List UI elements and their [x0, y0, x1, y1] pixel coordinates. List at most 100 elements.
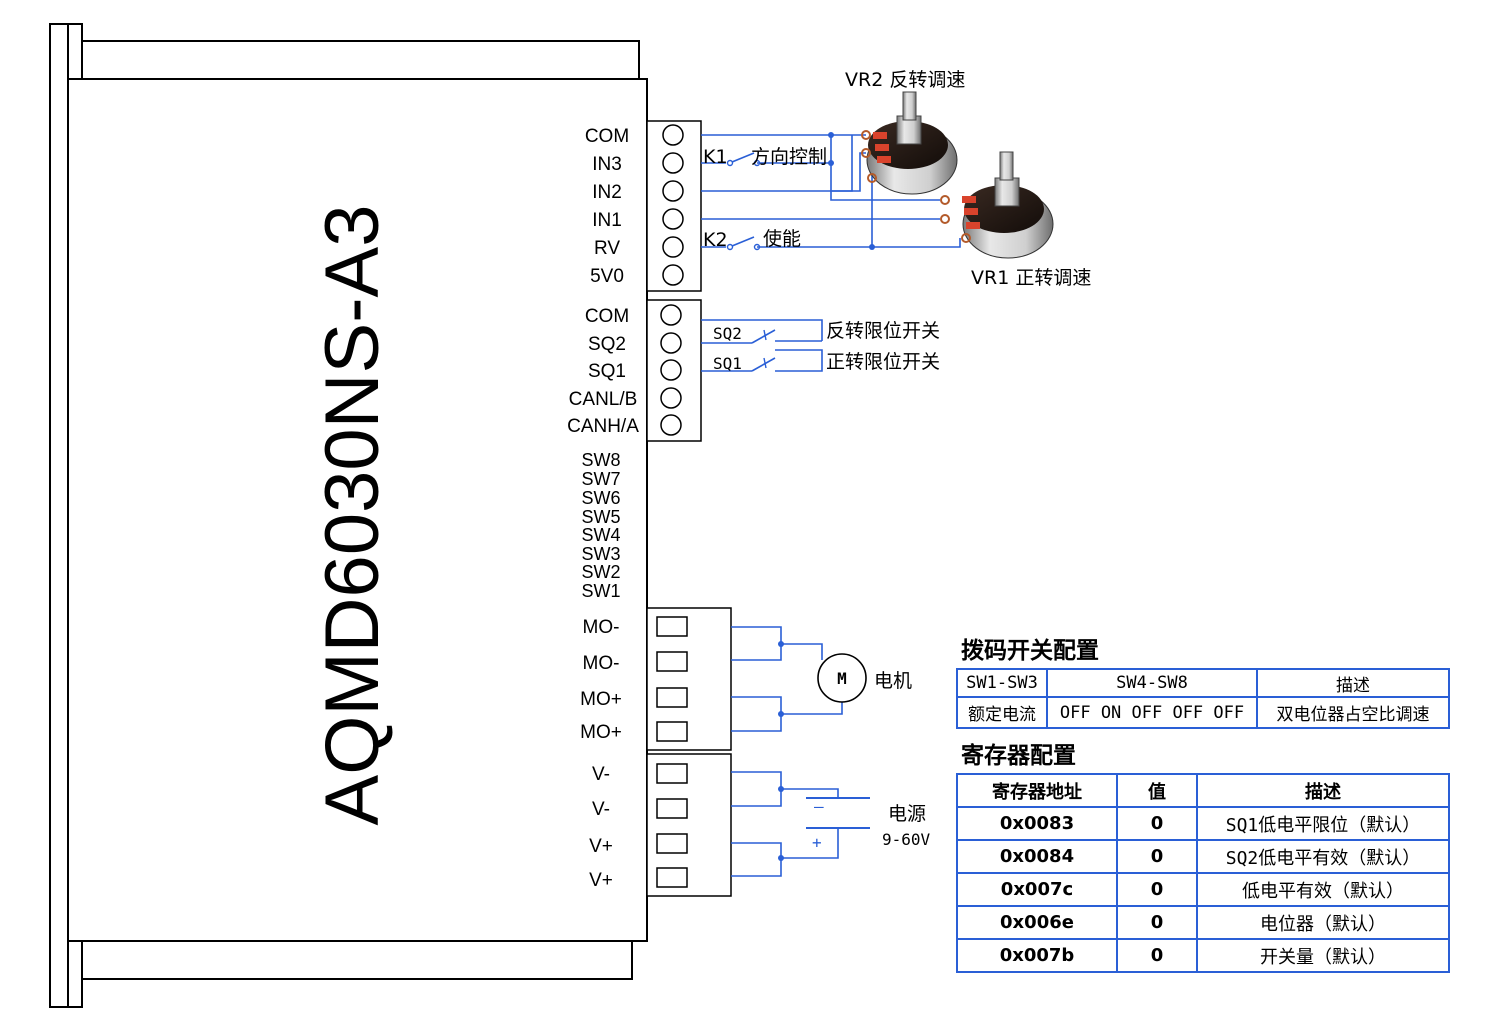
- power-voltage-range: 9-60V: [882, 830, 931, 849]
- table-row: 0x0083 0 SQ1低电平限位（默认）: [956, 806, 1450, 841]
- switch-k2: K2 使能: [703, 228, 801, 251]
- terminal-mo-minus-2[interactable]: [656, 651, 688, 672]
- table-row: 额定电流 OFF ON OFF OFF OFF 双电位器占空比调速: [956, 696, 1450, 729]
- dip-label-sw2: SW2: [581, 562, 620, 582]
- terminal-sq1[interactable]: [660, 359, 682, 381]
- terminal-block-2: [646, 299, 702, 442]
- register-desc: 低电平有效（默认）: [1196, 872, 1450, 907]
- register-desc: 电位器（默认）: [1196, 905, 1450, 940]
- potentiometer-vr1-label: VR1 正转调速: [971, 267, 1091, 289]
- table-row: 0x007b 0 开关量（默认）: [956, 938, 1450, 973]
- pin-label-sq1: SQ1: [588, 361, 626, 382]
- register-value: 0: [1116, 905, 1198, 940]
- pin-label-sq2: SQ2: [588, 334, 626, 355]
- dip-cell-current: 额定电流: [956, 696, 1048, 729]
- power-terminal-block: [646, 753, 732, 897]
- limit-switch-sq1: SQ1 正转限位开关: [713, 351, 940, 373]
- pin-label-v-minus-2: V-: [592, 799, 610, 820]
- register-value: 0: [1116, 839, 1198, 874]
- table-row: 0x006e 0 电位器（默认）: [956, 905, 1450, 940]
- terminal-v-minus-2[interactable]: [656, 798, 688, 819]
- terminal-5v0[interactable]: [662, 264, 684, 286]
- table-row: 寄存器地址 值 描述: [956, 773, 1450, 808]
- pin-label-v-minus-1: V-: [592, 764, 610, 785]
- config-tables: 拨码开关配置 SW1-SW3 SW4-SW8 描述 额定电流 OFF ON OF…: [956, 636, 1450, 973]
- register-header-value: 值: [1116, 773, 1198, 808]
- motor: M 电机: [817, 653, 912, 703]
- potentiometer-vr2-label: VR2 反转调速: [845, 69, 965, 91]
- terminal-in3[interactable]: [662, 152, 684, 174]
- register-desc: SQ1低电平限位（默认）: [1196, 806, 1450, 841]
- pin-label-5v0: 5V0: [590, 266, 624, 287]
- wire-vr1-com: [830, 135, 940, 201]
- junctions: [778, 132, 875, 861]
- register-address: 0x007c: [956, 872, 1118, 907]
- pin-label-com: COM: [585, 126, 629, 147]
- pin-label-in1: IN1: [592, 210, 622, 231]
- register-value: 0: [1116, 938, 1198, 973]
- register-value: 0: [1116, 872, 1198, 907]
- dip-label-sw1: SW1: [581, 581, 620, 601]
- terminal-mo-plus-1[interactable]: [656, 687, 688, 708]
- pin-label-in2: IN2: [592, 182, 622, 203]
- register-value: 0: [1116, 806, 1198, 841]
- housing-bottom-rail: [81, 940, 633, 980]
- wiring: [701, 134, 961, 877]
- switch-k2-id: K2: [703, 229, 728, 251]
- terminal-mo-minus-1[interactable]: [656, 616, 688, 637]
- pin-label-v-plus-2: V+: [589, 870, 613, 891]
- terminal-sq2[interactable]: [660, 332, 682, 354]
- register-desc: SQ2低电平有效（默认）: [1196, 839, 1450, 874]
- register-address: 0x007b: [956, 938, 1118, 973]
- pin-label-v-plus-1: V+: [589, 836, 613, 857]
- pin-label-mo-plus-2: MO+: [580, 722, 622, 743]
- terminal-block-1: [646, 120, 702, 292]
- terminal-v-plus-1[interactable]: [656, 833, 688, 854]
- limit-switch-sq1-id: SQ1: [713, 354, 742, 373]
- dip-cell-desc: 双电位器占空比调速: [1256, 696, 1450, 729]
- motor-terminal-block: [646, 607, 732, 751]
- terminal-com-1[interactable]: [662, 124, 684, 146]
- dip-label-sw4: SW4: [581, 525, 620, 545]
- terminal-canh[interactable]: [660, 414, 682, 436]
- terminal-mo-plus-2[interactable]: [656, 721, 688, 742]
- terminal-canl[interactable]: [660, 387, 682, 409]
- register-header-address: 寄存器地址: [956, 773, 1118, 808]
- housing-flange: [49, 23, 69, 1008]
- wire-power-pos: [781, 828, 839, 859]
- terminal-v-plus-2[interactable]: [656, 867, 688, 888]
- motor-symbol-letter: M: [837, 669, 847, 688]
- motor-label: 电机: [874, 670, 912, 692]
- terminal-com-2[interactable]: [660, 304, 682, 326]
- register-config-title: 寄存器配置: [961, 743, 1076, 769]
- dip-label-sw6: SW6: [581, 488, 620, 508]
- table-row: SW1-SW3 SW4-SW8 描述: [956, 668, 1450, 698]
- wire-sq-com: [701, 319, 823, 341]
- terminal-v-minus-1[interactable]: [656, 763, 688, 784]
- dip-label-sw8: SW8: [581, 450, 620, 470]
- terminal-in1[interactable]: [662, 208, 684, 230]
- wire-power-neg: [781, 788, 839, 798]
- pin-label-mo-minus-2: MO-: [583, 653, 620, 674]
- motor-symbol: [817, 653, 867, 703]
- register-address: 0x0084: [956, 839, 1118, 874]
- switch-k1-id: K1: [703, 146, 728, 168]
- terminal-rv[interactable]: [662, 236, 684, 258]
- table-row: 0x0084 0 SQ2低电平有效（默认）: [956, 839, 1450, 874]
- model-label: AQMD6030NS-A3: [310, 205, 395, 826]
- dip-config-table: SW1-SW3 SW4-SW8 描述 额定电流 OFF ON OFF OFF O…: [956, 668, 1450, 729]
- pin-label-mo-minus-1: MO-: [583, 617, 620, 638]
- limit-switch-sq2: SQ2 反转限位开关: [713, 320, 940, 344]
- power-supply: — + 电源 9-60V: [806, 797, 931, 852]
- housing-body: [67, 78, 648, 942]
- register-header-desc: 描述: [1196, 773, 1450, 808]
- dip-header-desc: 描述: [1256, 668, 1450, 698]
- switch-k1-label: 方向控制: [751, 146, 827, 168]
- terminal-in2[interactable]: [662, 180, 684, 202]
- dip-config-title: 拨码开关配置: [961, 638, 1099, 664]
- wire-v-plus: [731, 842, 782, 877]
- wire-mo-minus: [731, 626, 782, 661]
- wire-v-minus: [731, 771, 782, 807]
- wire-sq1-out: [775, 349, 823, 372]
- table-row: 0x007c 0 低电平有效（默认）: [956, 872, 1450, 907]
